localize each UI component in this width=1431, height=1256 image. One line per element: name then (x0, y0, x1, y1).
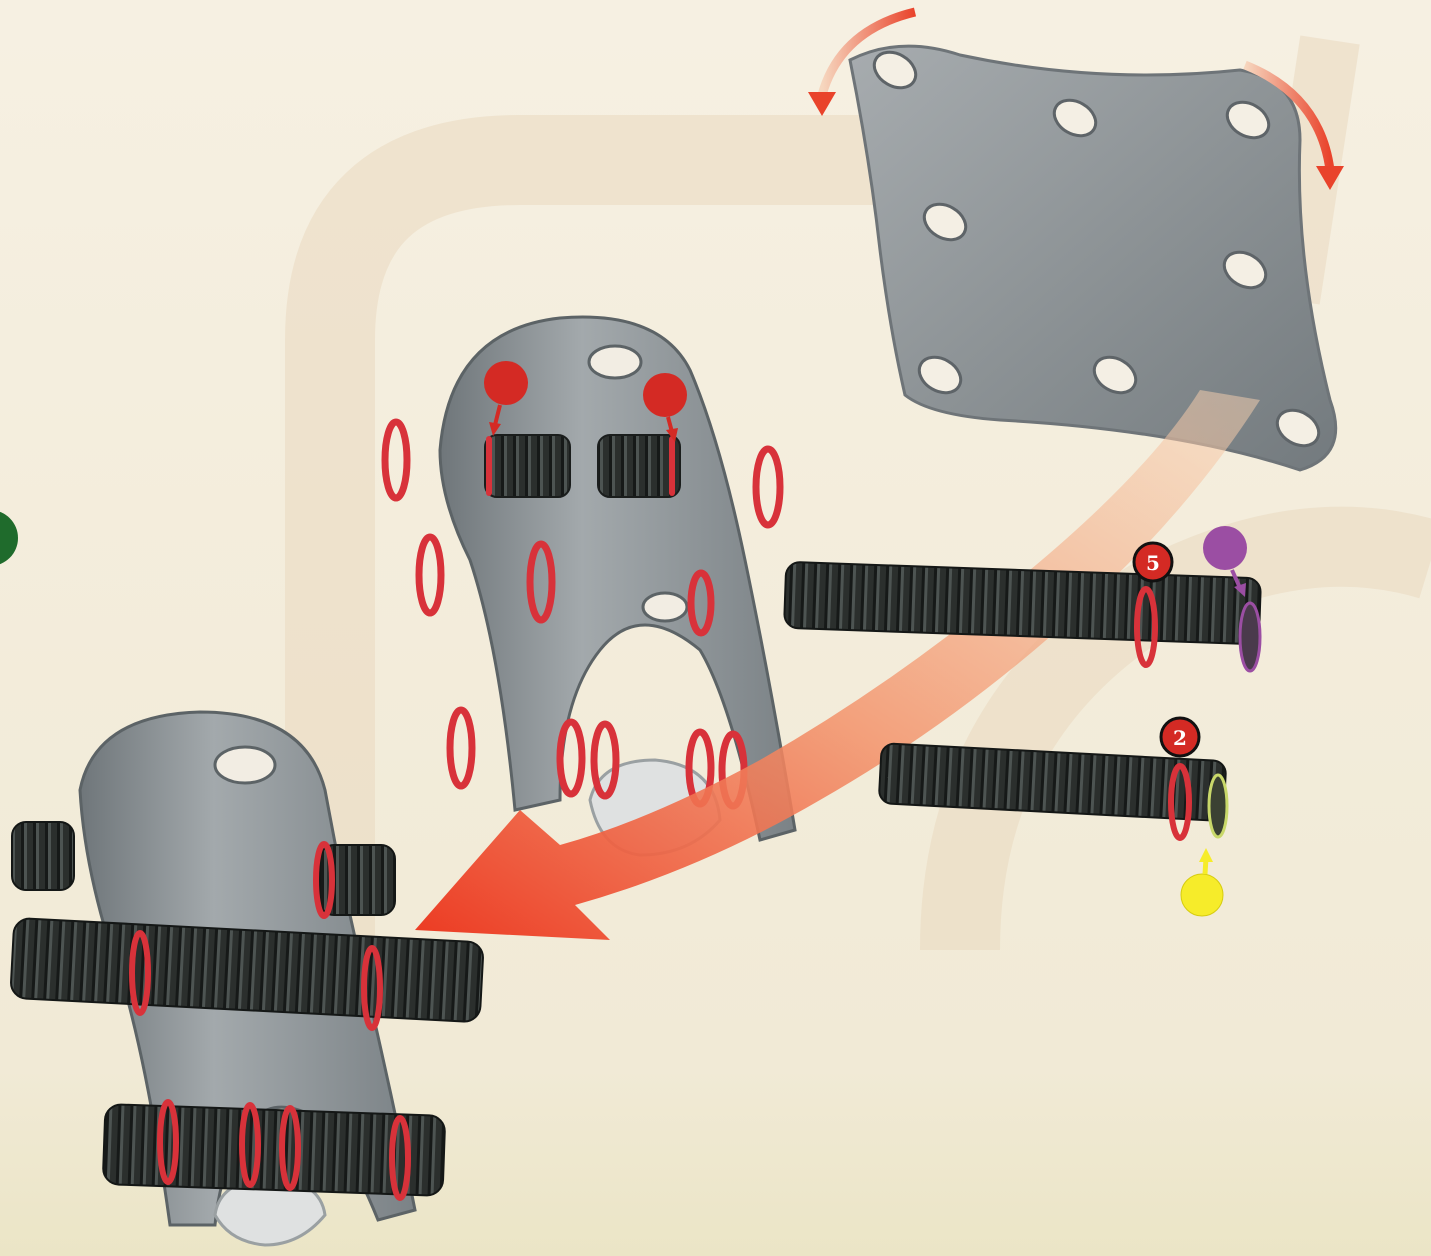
quantity-badge-two: 2 (1161, 718, 1199, 756)
quantity-badge-two-label: 2 (1173, 726, 1187, 750)
quantity-badge-five: 5 (1134, 543, 1172, 581)
quantity-badge-five-label: 5 (1146, 551, 1160, 575)
square-plate (850, 45, 1336, 470)
